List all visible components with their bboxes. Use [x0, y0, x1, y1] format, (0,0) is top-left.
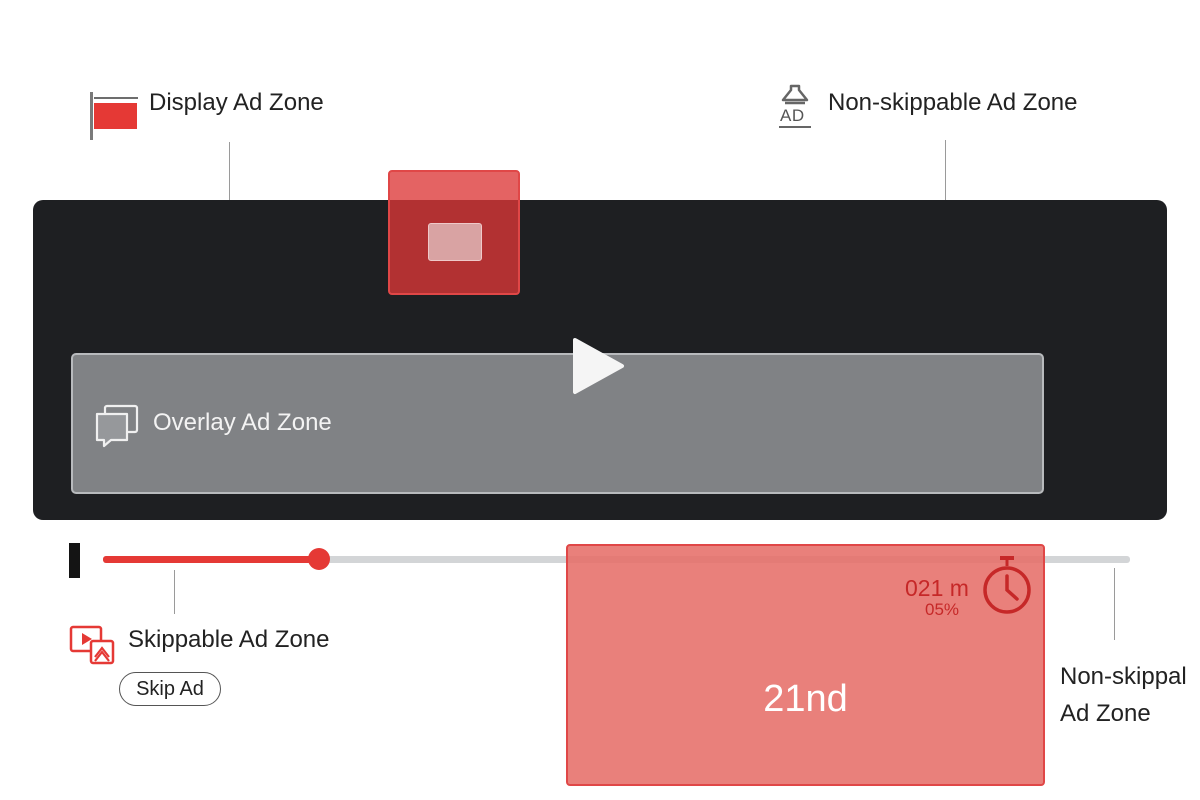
display-ad-thumbnail — [428, 223, 482, 261]
non-skippable-top-label: Non-skippable Ad Zone — [828, 89, 1078, 116]
skippable-ad-zone-label: Skippable Ad Zone — [128, 626, 330, 653]
timer-percent: 05% — [925, 600, 960, 619]
progress-start-marker — [69, 543, 80, 578]
play-icon[interactable] — [570, 336, 626, 396]
skip-ad-button[interactable]: Skip Ad — [119, 672, 221, 706]
non-skippable-bottom-label-line2: Ad Zone — [1060, 700, 1151, 727]
progress-scrubber[interactable] — [308, 548, 330, 570]
chat-bubbles-icon — [95, 404, 139, 448]
skippable-leader-line — [174, 570, 175, 614]
overlay-ad-slot[interactable] — [71, 353, 1044, 494]
ad-lamp-icon: AD — [777, 84, 813, 132]
red-flag-icon — [90, 92, 138, 140]
progress-played — [103, 556, 319, 563]
overlay-ad-zone-label: Overlay Ad Zone — [153, 409, 332, 436]
non-skippable-main-text: 21nd — [763, 678, 848, 720]
display-ad-zone-label: Display Ad Zone — [149, 89, 324, 116]
non-skippable-ad-slot[interactable] — [566, 544, 1045, 786]
video-ad-icon — [69, 625, 115, 665]
ad-icon-text: AD — [780, 106, 805, 125]
non-skippable-bottom-leader-line — [1114, 568, 1115, 640]
non-skippable-top-leader-line — [945, 140, 946, 233]
stopwatch-icon — [983, 556, 1031, 614]
non-skippable-bottom-label-line1: Non-skippal — [1060, 663, 1187, 690]
non-skippable-bottom-label: Non-skippal Ad Zone — [1060, 658, 1187, 732]
display-leader-line — [229, 142, 230, 220]
timer-time: 021 m — [905, 575, 969, 601]
